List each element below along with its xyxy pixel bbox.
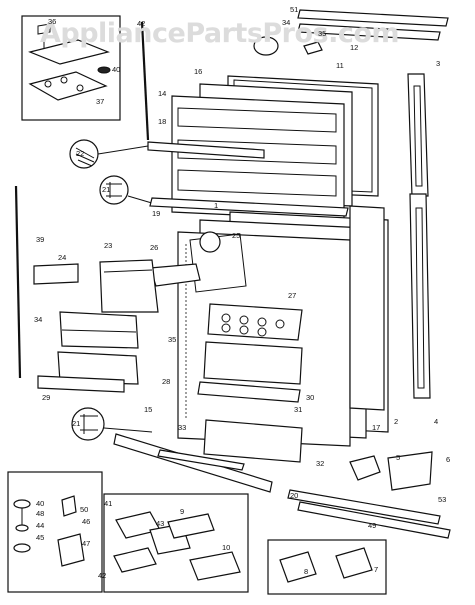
part-label: 4 xyxy=(434,417,439,426)
part-label: 24 xyxy=(58,253,67,262)
part-label: 28 xyxy=(162,377,171,386)
part-label: 41 xyxy=(104,499,113,508)
bottom-hinge-inset xyxy=(7,471,103,593)
part-label: 33 xyxy=(178,423,187,432)
part-label: 40 xyxy=(36,499,45,508)
watermark-text: AppliancePartsPros.com xyxy=(40,18,400,49)
trim-33 xyxy=(157,449,245,471)
part-label: 19 xyxy=(152,209,161,218)
top-trim-34 xyxy=(297,23,441,41)
part-label: 32 xyxy=(316,459,325,468)
bottom-strip-49 xyxy=(297,501,451,539)
hinge-cover-6 xyxy=(387,451,433,491)
part-label: 34 xyxy=(34,315,43,324)
bracket-42 xyxy=(113,547,157,573)
top-hinge-plate xyxy=(28,39,110,65)
part-label: 8 xyxy=(304,567,309,576)
part-label: 48 xyxy=(36,509,45,518)
part-label: 14 xyxy=(158,89,167,98)
part-label: 25 xyxy=(232,231,241,240)
part-label: 46 xyxy=(82,517,91,526)
door-bin-32 xyxy=(203,419,303,463)
part-label: 1 xyxy=(214,201,219,210)
bracket-pair-inset xyxy=(267,539,387,595)
fresh-food-door-liner xyxy=(177,231,351,447)
part-label: 5 xyxy=(396,453,401,462)
door-gasket-strip-39 xyxy=(14,185,22,379)
part-label: 15 xyxy=(144,405,153,414)
door-handle-upper xyxy=(407,73,429,197)
part-label: 12 xyxy=(350,43,359,52)
part-label: 3 xyxy=(436,59,441,68)
part-label: 21 xyxy=(102,185,111,194)
part-label: 2 xyxy=(394,417,399,426)
hinge-screw xyxy=(37,23,51,48)
part-label: 35 xyxy=(318,29,327,38)
part-label: 43 xyxy=(156,519,165,528)
door-bin-34 xyxy=(59,311,139,349)
shelf-bar-18 xyxy=(147,141,265,159)
part-label: 47 xyxy=(82,539,91,548)
part-label: 10 xyxy=(222,543,231,552)
door-bin-31 xyxy=(197,381,301,403)
trim-29 xyxy=(37,375,125,393)
door-handle-lower xyxy=(409,193,431,399)
part-label: 36 xyxy=(48,17,57,26)
label-card-24 xyxy=(33,263,79,285)
part-label: 17 xyxy=(372,423,381,432)
part-label: 49 xyxy=(368,521,377,530)
callout-21-circle-upper xyxy=(99,175,129,205)
part-label: 18 xyxy=(158,117,167,126)
egg-tray-27 xyxy=(207,303,303,341)
part-label: 34 xyxy=(282,18,291,27)
part-label: 39 xyxy=(36,235,45,244)
part-label: 31 xyxy=(294,405,303,414)
part-label: 21 xyxy=(72,419,81,428)
door-bin-30 xyxy=(203,341,303,385)
door-stop-cap xyxy=(253,36,279,56)
hinge-washer xyxy=(97,66,111,74)
part-label: 22 xyxy=(76,149,85,158)
bottom-hinge-47 xyxy=(57,533,85,567)
part-label: 23 xyxy=(104,241,113,250)
part-label: 29 xyxy=(42,393,51,402)
bottom-strip-53 xyxy=(287,489,441,525)
bracket-9 xyxy=(167,513,215,539)
part-label: 7 xyxy=(374,565,379,574)
door-bin-28 xyxy=(57,351,139,385)
part-12-clip xyxy=(303,41,323,55)
door-shelf-23 xyxy=(99,259,159,313)
divider-trim-19 xyxy=(149,197,349,217)
part-label: 53 xyxy=(438,495,447,504)
part-label: 6 xyxy=(446,455,451,464)
part-label: 42 xyxy=(98,571,107,580)
hinge-bracket-5 xyxy=(349,455,381,481)
hinge-detail-inset xyxy=(21,15,121,121)
part-label: 42 xyxy=(137,19,146,28)
hinge-bracket-inset xyxy=(103,493,249,593)
part-label: 30 xyxy=(306,393,315,402)
door-gasket-strip-left xyxy=(140,21,150,141)
part-label: 35 xyxy=(168,335,177,344)
hinge-shim xyxy=(28,71,108,101)
part-label: 44 xyxy=(36,521,45,530)
bracket-8 xyxy=(279,551,317,583)
part-label: 37 xyxy=(96,97,105,106)
part-label: 27 xyxy=(288,291,297,300)
part-label: 16 xyxy=(194,67,203,76)
top-trim-51 xyxy=(297,9,449,27)
bracket-7 xyxy=(335,547,373,579)
door-trim-17 xyxy=(349,205,385,411)
part-label: 40 xyxy=(112,65,121,74)
part-label: 45 xyxy=(36,533,45,542)
bracket-10 xyxy=(189,551,241,581)
part-label: 26 xyxy=(150,243,159,252)
part-label: 11 xyxy=(336,61,344,70)
part-label: 51 xyxy=(290,5,299,14)
part-label: 50 xyxy=(80,505,89,514)
part-label: 20 xyxy=(290,491,299,500)
part-label: 9 xyxy=(180,507,185,516)
